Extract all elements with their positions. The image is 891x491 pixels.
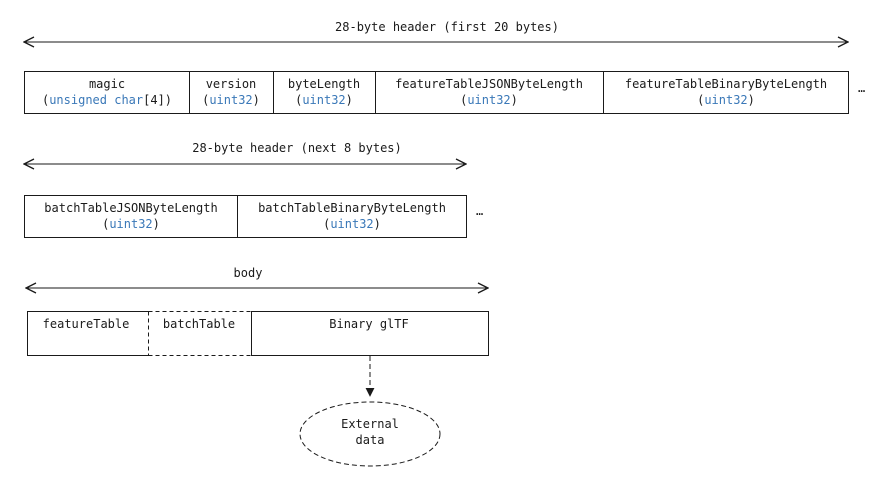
header1-fields-box (24, 71, 849, 114)
field-name-featuretablejsonbytelength: featureTableJSONByteLength (395, 77, 583, 91)
section-binary-gltf: Binary glTF (329, 317, 408, 331)
header1-title: 28-byte header (first 20 bytes) (335, 20, 559, 34)
field-name-bytelength: byteLength (288, 77, 360, 91)
external-data-ellipse (299, 401, 441, 467)
field-type-bytelength: (uint32) (295, 93, 353, 107)
external-data-label-line2: data (356, 433, 385, 447)
header2-continuation: … (476, 204, 483, 218)
field-type-version: (uint32) (202, 93, 260, 107)
section-featuretable: featureTable (43, 317, 130, 331)
binary-gltf-box (251, 311, 489, 356)
field-type-featuretablebinarybytelength: (uint32) (697, 93, 755, 107)
section-batchtable: batchTable (163, 317, 235, 331)
body-title: body (234, 266, 263, 280)
field-type-batchtablejsonbytelength: (uint32) (102, 217, 160, 231)
header1-fields: magic (unsigned char[4]) version (uint32… (24, 71, 849, 114)
field-name-version: version (206, 77, 257, 91)
field-type-featuretablejsonbytelength: (uint32) (460, 93, 518, 107)
field-name-batchtablejsonbytelength: batchTableJSONByteLength (44, 201, 217, 215)
header2-title: 28-byte header (next 8 bytes) (192, 141, 402, 155)
header2-fields-box (24, 195, 467, 238)
field-type-batchtablebinarybytelength: (uint32) (323, 217, 381, 231)
featuretable-box (27, 311, 149, 356)
field-name-batchtablebinarybytelength: batchTableBinaryByteLength (258, 201, 446, 215)
header1-continuation: … (858, 81, 865, 95)
field-type-magic: (unsigned char[4]) (42, 93, 172, 107)
field-name-featuretablebinarybytelength: featureTableBinaryByteLength (625, 77, 827, 91)
external-data-label-line1: External (341, 417, 399, 431)
field-name-magic: magic (89, 77, 125, 91)
body-sections: featureTable batchTable Binary glTF (27, 311, 489, 356)
header2-fields: batchTableJSONByteLength (uint32) batchT… (24, 195, 467, 238)
